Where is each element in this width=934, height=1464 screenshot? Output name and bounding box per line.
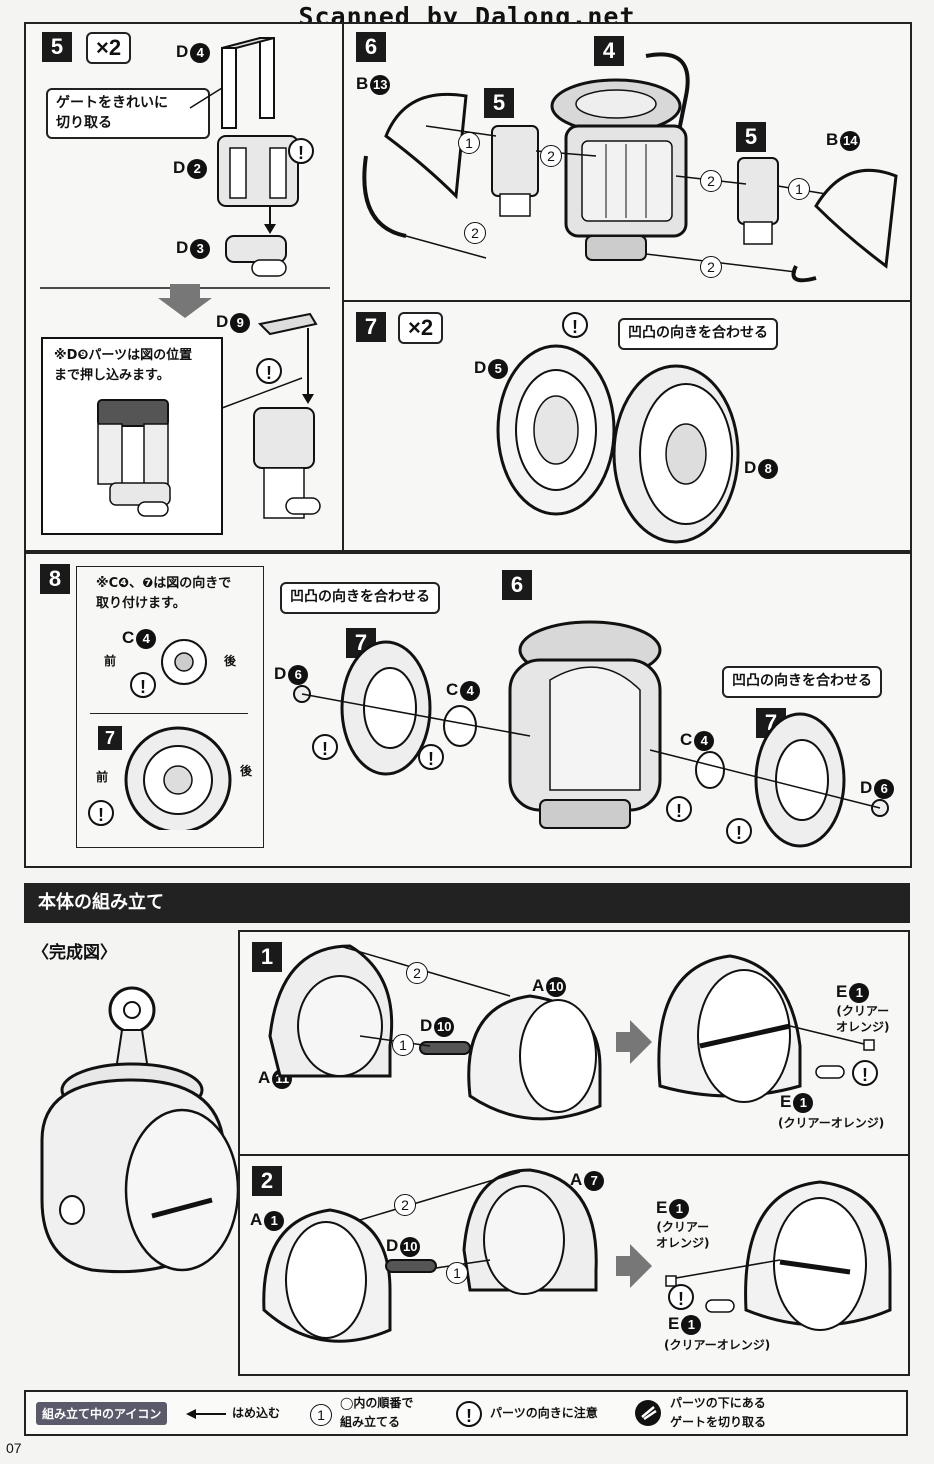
step-6-right-ref: 5 [736,122,766,152]
page-number: 07 [6,1440,22,1456]
step-5-parts-art [40,37,330,535]
step-6-parts-art [362,52,898,283]
clear-orange-label: (クリアーオレンジ) [656,1220,710,1250]
step-7-number: 7 [356,312,386,342]
step-1-parts-art [268,944,875,1121]
gate-cut-icon [635,1400,661,1426]
order-marker-1: 1 [392,1034,414,1056]
order-marker-2: 2 [700,256,722,278]
complete-view-label: 〈完成図〉 [32,943,117,962]
step-2-parts-art [262,1168,892,1343]
legend-insert: はめ込む [232,1406,281,1420]
legend-badge: 組み立て中のアイコン [36,1402,168,1425]
inset-parts-art [124,639,232,830]
attention-icon: ! [418,744,444,770]
align-notch-callout: 凹凸の向きを合わせる [618,318,778,350]
wheel-art [496,344,740,544]
step-1-number: 1 [252,942,282,972]
attention-icon: ! [456,1401,482,1427]
step-8-body-ref: 6 [502,570,532,600]
back-label: 後 [224,654,237,668]
attention-icon: ! [726,818,752,844]
attention-icon: ! [130,672,156,698]
front-label: 前 [96,770,109,784]
completed-body-art [40,986,240,1274]
gate-cut-callout: ゲートをきれいに切り取る [46,88,210,140]
inset-divider [90,713,248,714]
legend-gate: パーツの下にあるゲートを切り取る [670,1396,767,1430]
order-marker-2: 2 [540,145,562,167]
front-label: 前 [104,654,117,668]
order-marker-2: 2 [700,170,722,192]
attention-icon: ! [88,800,114,826]
order-icon: 1 [310,1404,332,1426]
step-6-left-ref: 5 [484,88,514,118]
align-notch-callout-left: 凹凸の向きを合わせる [280,582,440,614]
order-marker-2: 2 [394,1194,416,1216]
order-marker-2: 2 [406,962,428,984]
step-8-number: 8 [40,564,70,594]
order-marker-2: 2 [464,222,486,244]
step-8-assembly-art [293,620,889,848]
icon-legend: 組み立て中のアイコン はめ込む 1 ◯内の順番で組み立てる ! パーツの向きに注… [24,1390,908,1436]
clear-orange-label: (クリアーオレンジ) [836,1004,890,1034]
step-2-number: 2 [252,1166,282,1196]
insert-arrow-icon [186,1409,226,1419]
attention-icon: ! [256,358,282,384]
step-8-inset [76,566,264,848]
attention-icon: ! [666,796,692,822]
attention-icon: ! [562,312,588,338]
order-marker-1: 1 [788,178,810,200]
orientation-note: ※C❹、❼は図の向きで取り付けます。 [96,576,232,611]
attention-icon: ! [852,1060,878,1086]
align-notch-callout-right: 凹凸の向きを合わせる [722,666,882,698]
step-6-body-ref: 4 [594,36,624,66]
step-7-multiplier: ×2 [398,312,444,344]
d9-push-note: ※D❾パーツは図の位置まで押し込みます。 [54,348,193,383]
legend-direction: パーツの向きに注意 [490,1406,598,1420]
step-5-multiplier: ×2 [86,32,132,64]
clear-orange-label: (クリアーオレンジ) [778,1116,885,1130]
attention-icon: ! [312,734,338,760]
step-6-number: 6 [356,32,386,62]
step-8-inset-ref: 7 [98,726,122,750]
clear-orange-label: (クリアーオレンジ) [664,1338,771,1352]
attention-icon: ! [668,1284,694,1310]
section-title: 本体の組み立て [24,883,910,923]
back-label: 後 [240,764,253,778]
step-5-number: 5 [42,32,72,62]
legend-order: ◯内の順番で組み立てる [340,1396,414,1430]
order-marker-1: 1 [446,1262,468,1284]
order-marker-1: 1 [458,132,480,154]
attention-icon: ! [288,138,314,164]
